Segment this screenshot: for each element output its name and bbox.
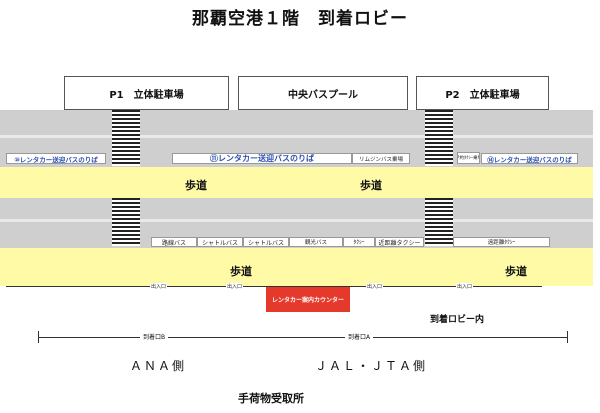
limousine-bus-stop: リムジンバス乗場 [352, 153, 410, 164]
entrance-marker: 出入口 [150, 283, 168, 290]
sidewalk-label: 歩道 [505, 265, 527, 278]
sidewalk-label: 歩道 [230, 265, 252, 278]
entrance-marker: 出入口 [226, 283, 244, 290]
shuttle-bus-stop: シャトルバス [197, 237, 243, 247]
gate-line [38, 337, 568, 338]
page-title: 那覇空港１階 到着ロビー [192, 9, 408, 29]
middle-road-lane-line [0, 219, 593, 222]
rental-car-counter: レンタカー案内カウンター [266, 287, 350, 312]
arrival-gate-a: 到着口A [345, 332, 374, 341]
long-distance-taxi-stop: 遠距離ﾀｸｼｰ [453, 237, 550, 247]
p2-parking-box: P2 立体駐車場 [416, 76, 549, 110]
reserved-taxi-stop: 予約ﾀｸｼｰ乗場 [457, 152, 480, 164]
sidewalk-label: 歩道 [185, 179, 207, 192]
jal-jta-side-label: ＪＡＬ・ＪＴＡ側 [315, 359, 428, 373]
shuttle-bus-stop: シャトルバス [243, 237, 289, 247]
rental-bus-stop-10: ⑩レンタカー送迎バスのりば [6, 153, 106, 164]
entrance-marker: 出入口 [366, 283, 384, 290]
short-distance-taxi-stop: 近距離タクシー [375, 237, 424, 247]
rental-bus-stop-11: ⑪レンタカー送迎バスのりば [172, 153, 352, 164]
upper-sidewalk [0, 167, 593, 198]
crosswalk [425, 110, 453, 166]
taxi-stop: ﾀｸｼｰ [343, 237, 375, 247]
central-bus-pool-box: 中央バスプール [238, 76, 408, 110]
upper-road-lane-line [0, 135, 593, 138]
crosswalk [112, 198, 140, 246]
baggage-claim-label: 手荷物受取所 [238, 392, 304, 405]
p1-parking-box: P1 立体駐車場 [64, 76, 229, 110]
arrival-lobby-label: 到着ロビー内 [430, 315, 485, 325]
crosswalk [425, 198, 453, 246]
entrance-marker: 出入口 [456, 283, 474, 290]
rental-bus-stop-14: ⑭レンタカー送迎バスのりば [481, 153, 578, 164]
sidewalk-label: 歩道 [360, 179, 382, 192]
gate-line-tick [567, 331, 568, 343]
crosswalk [112, 110, 140, 166]
terminal-edge-line [6, 286, 542, 287]
route-bus-stop: 路線バス [151, 237, 197, 247]
tour-bus-stop: 観光バス [289, 237, 343, 247]
gate-line-tick [38, 331, 39, 343]
lower-sidewalk [0, 248, 593, 286]
ana-side-label: ＡＮＡ側 [130, 359, 187, 373]
arrival-gate-b: 到着口B [140, 332, 169, 341]
